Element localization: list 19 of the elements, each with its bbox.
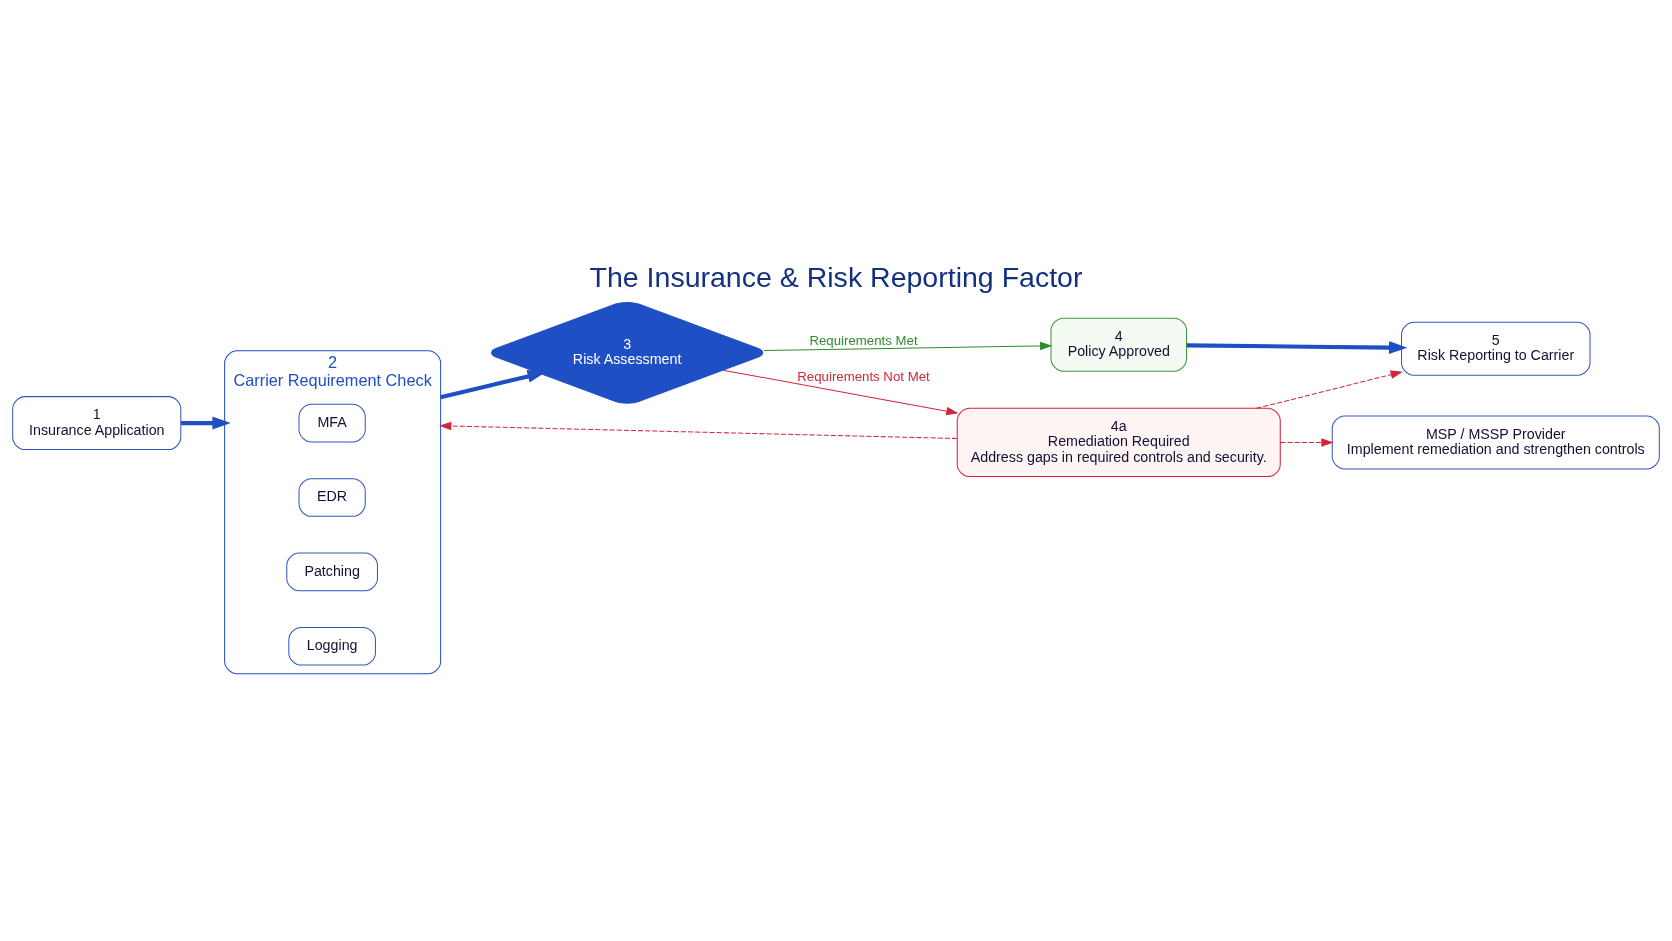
node-box: 4 Policy Approved [1050,317,1188,372]
node-box: EDR [298,477,366,517]
node-box: 4a Remediation Required Address gaps in required controls and security. [956,407,1281,477]
node-box: 5 Risk Reporting to Carrier [1401,321,1591,376]
arrow [1279,437,1334,447]
arrow [439,421,958,439]
arrow [763,341,1053,351]
arrow [181,416,231,430]
node-box: MSP / MSSP Provider Implement remediation and strengthen controls [1331,414,1660,469]
node-box: 1 Insurance Application [12,395,182,450]
arrow [1255,370,1403,409]
arrow [1186,340,1408,354]
edge-label: Requirements Not Met [797,368,930,384]
arrow [722,369,959,415]
node-box: Logging [288,626,376,666]
node-box: Patching [286,552,378,591]
node-box: MFA [298,403,366,442]
diagram-title: The Insurance & Risk Reporting Factor [589,260,1083,293]
edge-label: Requirements Met [809,332,918,348]
